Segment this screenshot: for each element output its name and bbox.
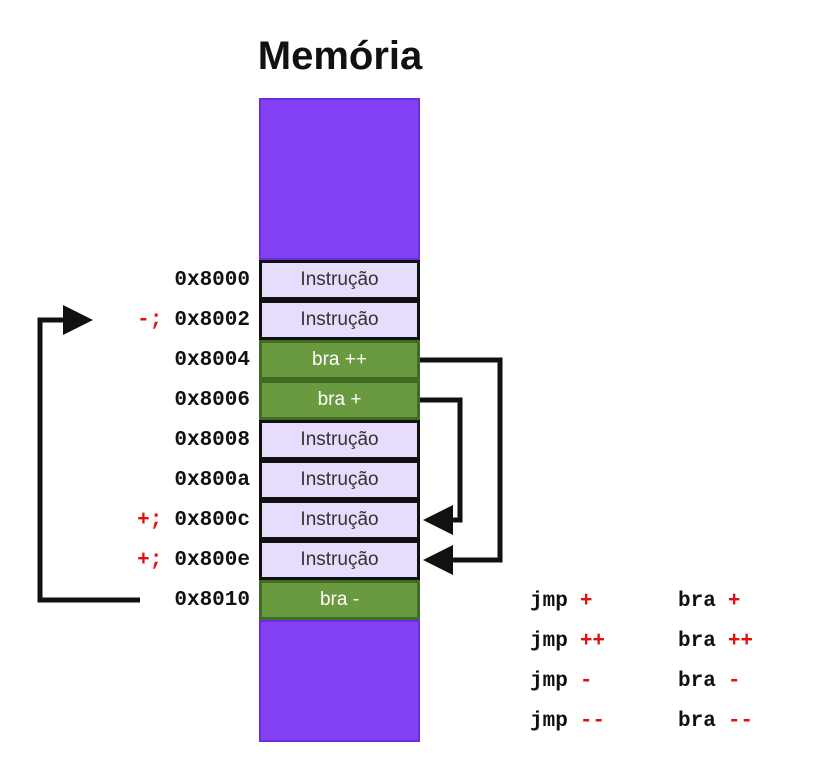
- legend-symbol: +: [579, 590, 593, 613]
- memory-cell-0x8006: bra +: [259, 380, 420, 420]
- legend-symbol: --: [727, 710, 754, 733]
- legend-item: bra --: [678, 710, 826, 733]
- memory-cell-0x800c: Instrução: [259, 500, 420, 540]
- address-text: 0x800c: [174, 508, 250, 532]
- address-label-0x8004: 0x8004: [174, 340, 250, 380]
- legend-item: jmp ++: [530, 630, 678, 653]
- memory-cell-0x8008: Instrução: [259, 420, 420, 460]
- legend-row: jmp + bra +: [530, 590, 826, 613]
- legend-row: jmp-bra-: [530, 670, 826, 693]
- legend-keyword: bra: [678, 630, 716, 653]
- address-text: 0x800e: [174, 548, 250, 572]
- legend-symbol: -: [579, 670, 593, 693]
- legend-symbol: -: [727, 670, 741, 693]
- address-label-0x800e: +; 0x800e: [137, 540, 250, 580]
- legend-item: bra-: [678, 670, 826, 693]
- legend-keyword: jmp: [530, 630, 568, 653]
- memory-cell-0x8004: bra ++: [259, 340, 420, 380]
- address-label-0x8002: -; 0x8002: [137, 300, 250, 340]
- legend-keyword: bra: [678, 670, 716, 693]
- legend-item: jmp --: [530, 710, 678, 733]
- address-label-0x8008: 0x8008: [174, 420, 250, 460]
- address-text: 0x8010: [174, 588, 250, 612]
- memory-bottom-region: [259, 620, 420, 742]
- memory-top-region: [259, 98, 420, 260]
- diagram-title: Memória: [257, 34, 423, 78]
- legend-item: bra +: [678, 590, 826, 613]
- legend-row: jmp ++ bra ++: [530, 630, 826, 653]
- legend-symbol: ++: [579, 630, 606, 653]
- label-prefix: -;: [137, 308, 163, 332]
- address-text: 0x8004: [174, 348, 250, 372]
- memory-cell-0x8010: bra -: [259, 580, 420, 620]
- address-label-0x800c: +; 0x800c: [137, 500, 250, 540]
- arrow-bra-plus: [420, 397, 463, 535]
- legend-symbol: --: [579, 710, 606, 733]
- legend-row: jmp -- bra --: [530, 710, 826, 733]
- address-text: 0x8006: [174, 388, 250, 412]
- legend-symbol: ++: [727, 630, 754, 653]
- address-label-0x8000: 0x8000: [174, 260, 250, 300]
- address-text: 0x8008: [174, 428, 250, 452]
- arrow-bra-minus: [37, 305, 140, 603]
- legend-keyword: bra: [678, 590, 716, 613]
- legend-keyword: jmp: [530, 670, 568, 693]
- legend-keyword: bra: [678, 710, 716, 733]
- address-text: 0x8000: [174, 268, 250, 292]
- legend-item: bra ++: [678, 630, 826, 653]
- memory-cell-0x8000: Instrução: [259, 260, 420, 300]
- address-label-0x800a: 0x800a: [174, 460, 250, 500]
- memory-cell-0x800e: Instrução: [259, 540, 420, 580]
- memory-cell-0x800a: Instrução: [259, 460, 420, 500]
- address-text: 0x800a: [174, 468, 250, 492]
- legend-symbol: +: [727, 590, 741, 613]
- label-prefix: +;: [137, 508, 163, 532]
- memory-cell-0x8002: Instrução: [259, 300, 420, 340]
- label-prefix: +;: [137, 548, 163, 572]
- arrow-bra-plusplus: [420, 357, 503, 575]
- address-label-0x8010: 0x8010: [174, 580, 250, 620]
- legend-keyword: jmp: [530, 590, 568, 613]
- legend-keyword: jmp: [530, 710, 568, 733]
- address-text: 0x8002: [174, 308, 250, 332]
- address-label-0x8006: 0x8006: [174, 380, 250, 420]
- legend-item: jmp +: [530, 590, 678, 613]
- legend-item: jmp-: [530, 670, 678, 693]
